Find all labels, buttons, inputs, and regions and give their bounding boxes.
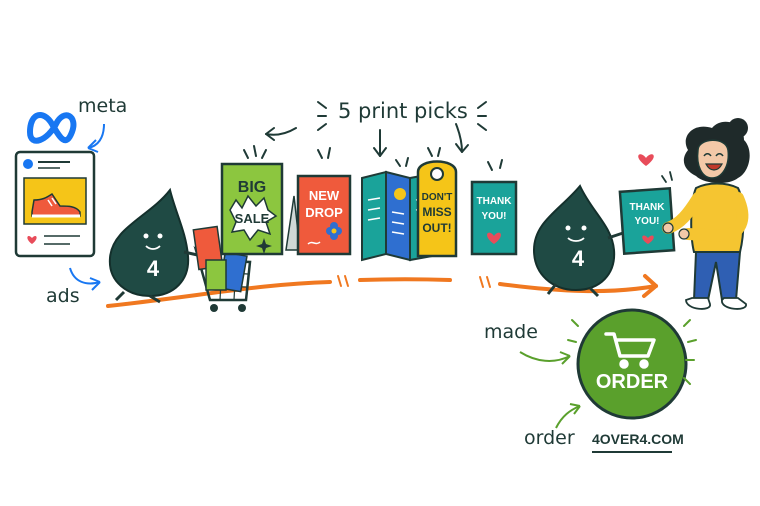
made-label: made [484,321,538,343]
door-hanger-line-3: OUT! [422,221,451,235]
meta-label: meta [78,95,127,117]
order-burst-lines [567,319,697,385]
big-sale-line-2: SALE [235,211,270,226]
meta-arrow [87,123,105,149]
heart-icon [642,235,654,244]
jeans [692,251,742,301]
door-hanger-line-1: DON'T [422,192,453,203]
big-sale-poster: BIG SALE [220,162,284,256]
mascot-number: 4 [147,256,160,281]
new-drop-sign: NEW DROP [285,174,352,256]
ads-arrow [69,267,101,285]
thank-you-card: THANK YOU! [470,180,518,256]
sneaker-right [721,297,747,310]
mascot-delivery: 4 [532,184,627,298]
thank-you-line-1: THANK [477,196,513,207]
print-picks-label: 5 print picks [338,99,468,123]
thank-you-line-2: YOU! [482,211,507,222]
path-break-marks [337,275,491,288]
heart-icon [27,235,37,244]
starburst-shape [229,194,278,242]
handed-thank-you-card: THANK YOU! [618,186,676,256]
order-button[interactable]: ORDER [576,308,688,420]
shopping-cart [192,225,252,312]
floating-heart-icon [638,154,654,166]
social-ad-card [14,150,96,258]
handed-card-line-1: THANK [630,202,666,213]
sneaker-left [685,297,711,310]
star-icon [256,238,272,254]
website-url[interactable]: 4OVER4.COM [592,431,684,447]
door-hanger-line-2: MISS [422,205,451,219]
happy-customer [638,118,750,310]
mascot-number-2: 4 [572,246,585,271]
flower-icon [326,222,342,240]
order-arrow [555,405,581,429]
profile-avatar [23,159,33,169]
cart-icon [604,332,656,369]
big-sale-line-1: BIG [238,179,266,196]
ads-label: ads [46,285,80,307]
customer-journey-path [106,274,658,308]
sneaker-icon [31,192,81,218]
hanger-hole [430,167,444,181]
meta-logo-icon [27,112,77,144]
made-arrow [519,351,571,362]
new-drop-line-2: DROP [305,205,343,220]
cart-flyer-green [205,259,227,291]
handed-card-line-2: YOU! [635,216,660,227]
order-button-label: ORDER [596,371,669,393]
door-hanger: DON'T MISS OUT! [416,160,458,258]
print-picks-accents [243,101,503,171]
face [696,139,730,179]
hair-bun [728,118,748,138]
mascot-shopper: 4 [108,187,203,304]
new-drop-line-1: NEW [309,188,340,203]
order-label: order [524,427,575,449]
heart-icon [487,232,501,244]
